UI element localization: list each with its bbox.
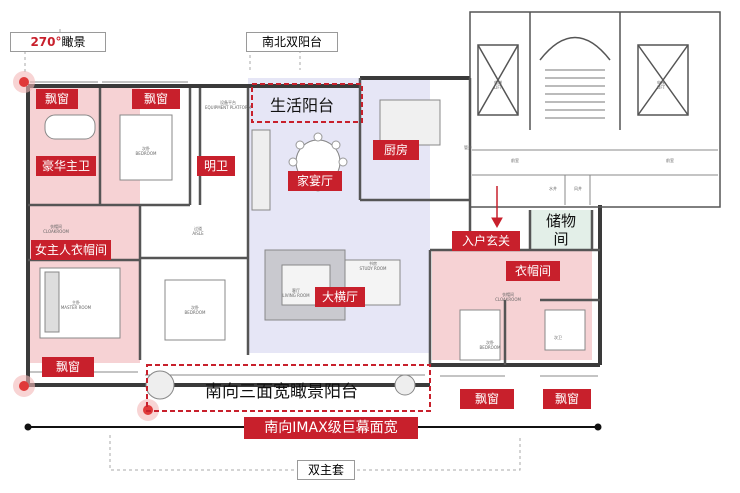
imax-banner: 南向IMAX级巨幕面宽 bbox=[244, 417, 418, 439]
south-balcony-label: 南向三面宽瞰景阳台 bbox=[205, 382, 358, 402]
bay-window-tag: 飘窗 bbox=[543, 389, 591, 409]
view-dot-icon bbox=[13, 71, 35, 93]
dual-balcony-callout: 南北双阳台 bbox=[246, 32, 338, 52]
bed-2 bbox=[119, 114, 173, 181]
bath2-label: 次卫 bbox=[554, 335, 562, 340]
view-guide bbox=[24, 28, 61, 75]
outer-wall-top bbox=[28, 76, 470, 88]
outer-wall-bottom bbox=[28, 363, 600, 387]
hall-label: 前室 bbox=[666, 158, 674, 163]
bay-window-tag: 飘窗 bbox=[36, 89, 78, 109]
lift-shaft-1 bbox=[477, 44, 519, 116]
view-270-callout: 270°瞰景 bbox=[10, 32, 106, 52]
storage-room-label: 储物 间 bbox=[533, 212, 589, 248]
luxury-bath-tag: 豪华主卫 bbox=[36, 156, 96, 176]
lift-shaft-2 bbox=[637, 44, 689, 116]
storage-room-line1: 储物 bbox=[545, 212, 576, 230]
dual-master-callout: 双主套 bbox=[297, 460, 355, 480]
bathtub bbox=[44, 114, 96, 140]
bay-window-tag: 飘窗 bbox=[42, 357, 94, 377]
bed-right-small bbox=[544, 309, 586, 351]
wind-label: 风井 bbox=[574, 186, 582, 191]
master-bed-right bbox=[459, 309, 501, 361]
service-balcony-label: 生活阳台 bbox=[270, 96, 335, 115]
balcony-guide bbox=[249, 50, 301, 70]
bay-window-tag: 飘窗 bbox=[460, 389, 514, 409]
balcony-table bbox=[394, 374, 416, 396]
core-outline bbox=[469, 11, 721, 208]
banquet-hall-tag: 家宴厅 bbox=[288, 171, 342, 191]
balcony-chair bbox=[145, 370, 175, 400]
bay-window-tag: 飘窗 bbox=[132, 89, 180, 109]
entrance-tag: 入户玄关 bbox=[452, 231, 520, 251]
pipe-label: 管井 bbox=[464, 145, 472, 150]
closet-tag: 衣帽间 bbox=[506, 261, 560, 281]
bed-3 bbox=[164, 279, 226, 341]
living-room-tag: 大横厅 bbox=[315, 287, 365, 307]
water-label: 水井 bbox=[549, 186, 557, 191]
stair-arc bbox=[539, 36, 611, 61]
stair-treads bbox=[545, 69, 605, 119]
storage-room-line2: 间 bbox=[553, 230, 569, 248]
view-270-text: 瞰景 bbox=[61, 35, 86, 49]
kitchen-cabinets bbox=[251, 129, 271, 211]
view-dot-icon bbox=[13, 375, 35, 397]
service-balcony-outline bbox=[251, 83, 363, 123]
bright-bath-tag: 明卫 bbox=[197, 156, 235, 176]
women-closet-tag: 女主人衣帽间 bbox=[31, 240, 111, 260]
kitchen-island bbox=[379, 99, 441, 146]
south-balcony-outline bbox=[146, 364, 431, 412]
kitchen-tag: 厨房 bbox=[373, 140, 419, 160]
view-270-degree: 270° bbox=[30, 35, 62, 49]
storage-zone bbox=[530, 210, 592, 250]
entrance-arrow-icon bbox=[491, 186, 503, 229]
hall-label: 前室 bbox=[511, 158, 519, 163]
